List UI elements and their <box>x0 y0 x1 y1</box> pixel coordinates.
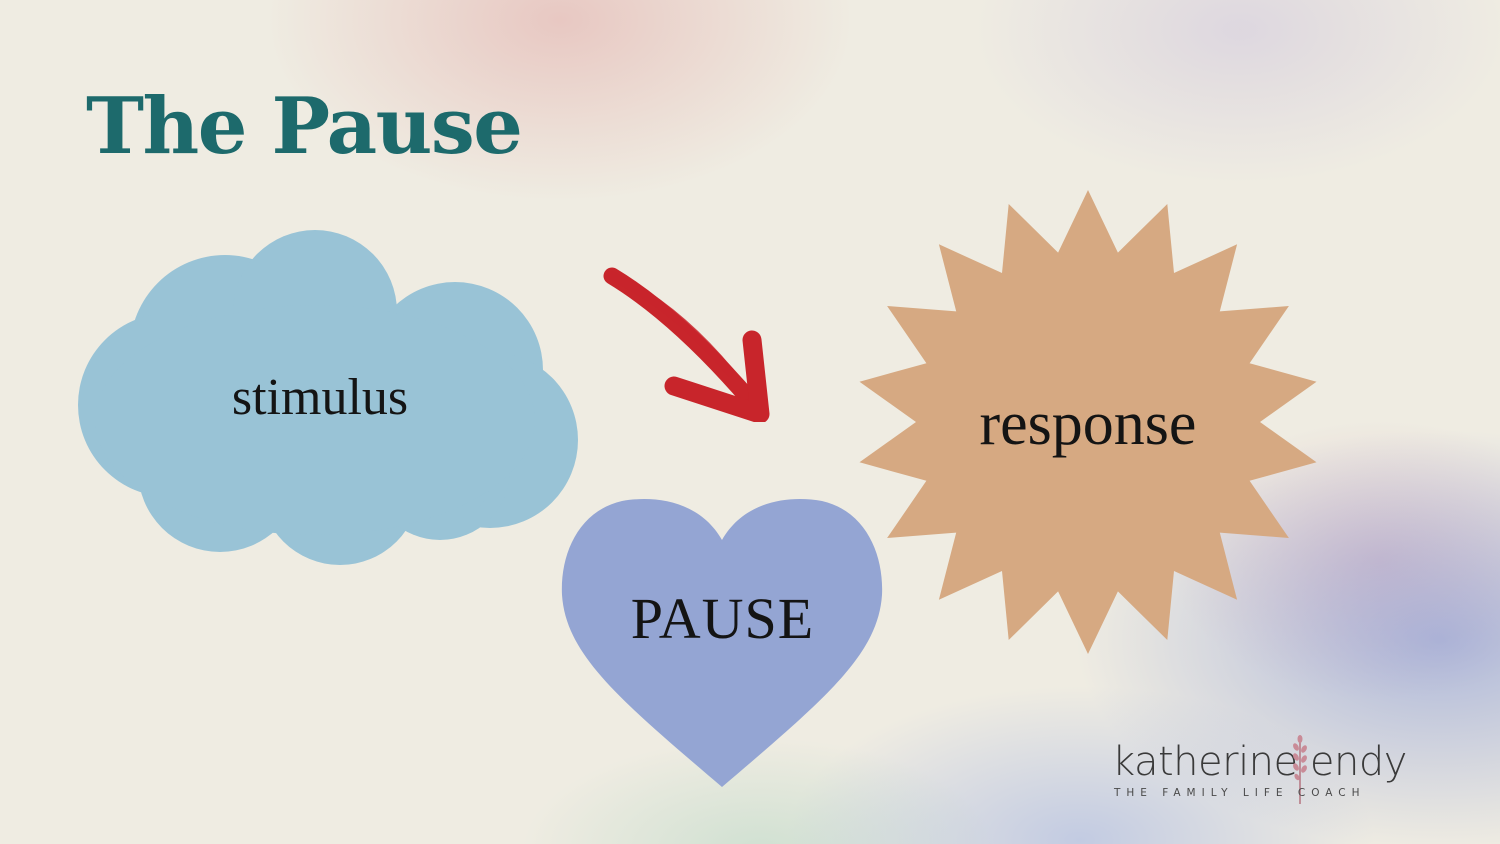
logo-name: katherine endy <box>1112 739 1407 785</box>
response-starburst: response <box>852 187 1324 657</box>
slide-title: The Pause <box>86 81 523 172</box>
cloud-shape <box>78 230 578 565</box>
pause-label: PAUSE <box>630 586 815 651</box>
red-arrow-icon <box>603 267 770 422</box>
lavender-sprig-icon <box>1293 735 1307 804</box>
stimulus-label: stimulus <box>231 369 409 426</box>
heart-shape <box>561 499 883 787</box>
starburst-shape <box>859 190 1317 654</box>
pause-heart: PAUSE <box>560 495 885 790</box>
response-label: response <box>979 390 1197 458</box>
logo-tagline: THE FAMILY LIFE COACH <box>1114 787 1366 799</box>
stimulus-cloud: stimulus <box>60 230 580 570</box>
brand-logo: katherine endy THE FAMILY LIFE COACH <box>1108 730 1408 805</box>
